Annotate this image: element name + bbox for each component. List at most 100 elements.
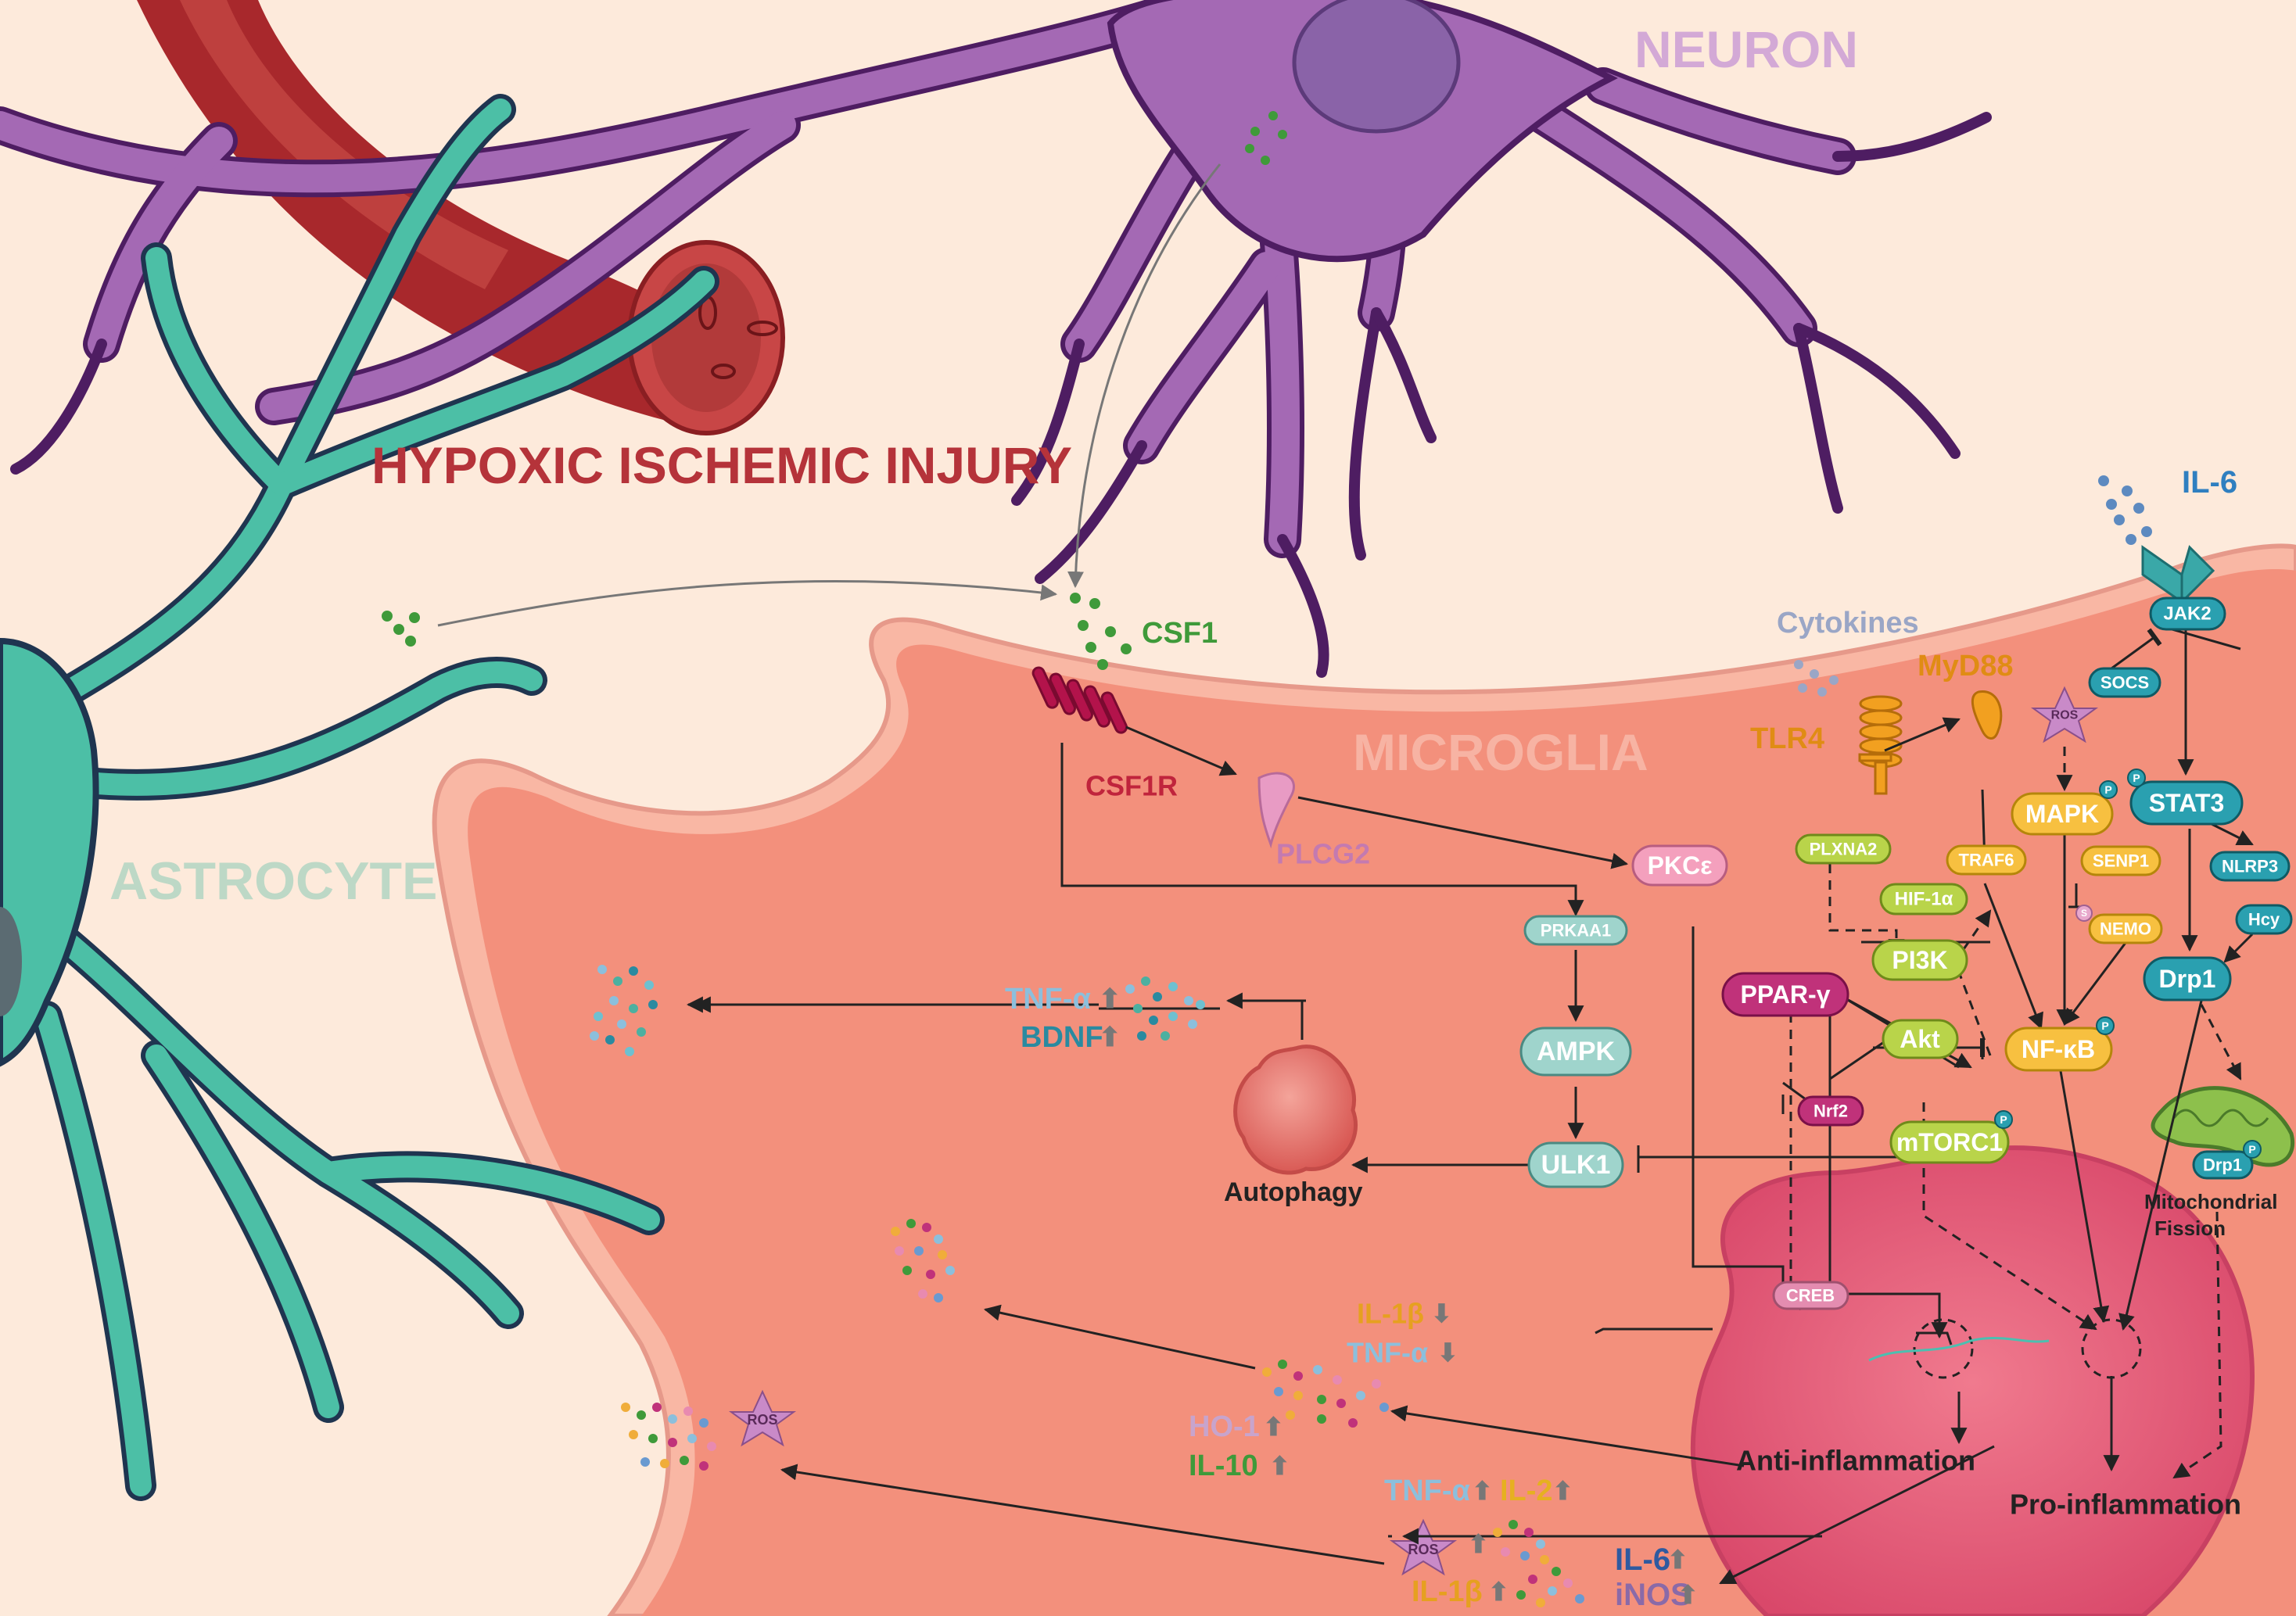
molecule-dot — [629, 966, 638, 976]
molecule-dot — [609, 996, 619, 1005]
mtorc1-node: mTORC1 P — [1889, 1110, 2013, 1164]
il2-up-label: IL-2 — [1500, 1474, 1553, 1507]
stat3-node: STAT3 P — [2127, 769, 2244, 826]
tnfa-down-label: TNF-α — [1347, 1337, 1428, 1369]
molecule-dot — [1196, 1000, 1205, 1009]
molecule-dot — [2122, 486, 2133, 496]
molecule-dot — [680, 1456, 689, 1465]
sumo-mark: S — [2081, 908, 2087, 919]
molecule-dot — [687, 1434, 697, 1443]
secretion-arrows — [686, 996, 1385, 1565]
molecule-dot — [652, 1403, 662, 1412]
molecule-dot — [597, 965, 607, 974]
il10-up-label: IL-10 — [1189, 1449, 1258, 1482]
molecule-dot — [707, 1442, 716, 1451]
molecule-dot — [922, 1223, 931, 1232]
cytokines-label: Cytokines — [1777, 607, 1919, 640]
senp1-node: SENP1 — [2080, 845, 2161, 876]
release-dots-2 — [891, 1219, 955, 1302]
stat3-label: STAT3 — [2149, 789, 2225, 817]
myd88-protein — [1971, 690, 2003, 740]
molecule-dot — [895, 1246, 904, 1256]
tnfa-up2-label: TNF-α — [1384, 1474, 1470, 1507]
molecule-dot — [1548, 1586, 1557, 1596]
molecule-dot — [1137, 1031, 1146, 1041]
molecule-dot — [1184, 996, 1193, 1005]
nfkb-node: NF-κB P — [2004, 1016, 2115, 1072]
akt-node: Akt — [1882, 1019, 1959, 1059]
molecule-dot — [1125, 984, 1135, 994]
molecule-dot — [1810, 669, 1819, 679]
molecule-dot — [926, 1270, 935, 1279]
molecule-dot — [1348, 1418, 1358, 1428]
pi3k-label: PI3K — [1892, 946, 1947, 974]
csf1r-label: CSF1R — [1085, 770, 1178, 802]
molecule-dot — [938, 1250, 947, 1259]
molecule-dot — [891, 1227, 900, 1236]
jak2-node: JAK2 — [2149, 597, 2226, 631]
molecule-dot — [605, 1035, 615, 1044]
prkaa1-node: PRKAA1 — [1523, 915, 1628, 946]
molecule-dot — [1153, 992, 1162, 1001]
molecule-dot — [382, 611, 393, 622]
molecule-dot — [613, 976, 622, 986]
molecule-dot — [1078, 620, 1089, 631]
down-arrow: ⬇ — [1431, 1299, 1452, 1328]
molecule-dot — [405, 636, 416, 647]
il1b-up-label: IL-1β — [1412, 1575, 1483, 1608]
molecule-dot — [1501, 1547, 1510, 1557]
plxna2-node: PLXNA2 — [1795, 833, 1892, 865]
molecule-dot — [2133, 503, 2144, 514]
molecule-dot — [1313, 1365, 1322, 1374]
molecule-dot — [1161, 1031, 1170, 1041]
up-arrow: ⬆ — [1099, 984, 1121, 1014]
molecule-dot — [1528, 1575, 1537, 1584]
molecule-dot — [1817, 687, 1827, 697]
molecule-dot — [590, 1031, 599, 1041]
molecule-dot — [2106, 499, 2117, 510]
hif1a-node: HIF-1α — [1879, 883, 1968, 915]
myd88-label: MyD88 — [1918, 650, 2014, 683]
traf6-label: TRAF6 — [1959, 851, 2014, 870]
anti-dots — [1262, 1360, 1389, 1428]
molecule-dot — [640, 1457, 650, 1467]
up-arrow: ⬆ — [1099, 1023, 1121, 1052]
molecule-dot — [1105, 626, 1116, 637]
molecule-dot — [1798, 683, 1807, 693]
csf1-label: CSF1 — [1142, 617, 1218, 650]
molecule-dot — [1379, 1403, 1389, 1412]
molecule-dot — [668, 1414, 677, 1424]
plxna2-label: PLXNA2 — [1810, 840, 1878, 859]
pro-dots — [1493, 1520, 1584, 1607]
ros-star-left — [728, 1389, 797, 1447]
up-arrow: ⬆ — [1269, 1452, 1290, 1480]
release-dots-3 — [621, 1403, 716, 1471]
molecule-dot — [1552, 1567, 1561, 1576]
bdnf-up-label: BDNF — [1021, 1021, 1103, 1054]
up-arrow: ⬆ — [1472, 1477, 1493, 1505]
molecule-dot — [1372, 1379, 1381, 1388]
molecule-dot — [1261, 156, 1270, 165]
tnfa-up-label: TNF-α — [1005, 983, 1091, 1016]
molecule-dot — [625, 1047, 634, 1056]
phospho-mark: P — [2101, 1019, 2108, 1032]
mtorc1-label: mTORC1 — [1896, 1128, 2003, 1156]
molecule-dot — [409, 612, 420, 623]
hcy-node: Hcy — [2235, 904, 2293, 935]
ulk1-label: ULK1 — [1541, 1150, 1611, 1180]
up-arrow: ⬆ — [1552, 1477, 1573, 1505]
astrocyte-soma — [0, 637, 99, 1067]
molecule-dot — [1141, 976, 1150, 986]
jak2-label: JAK2 — [2163, 604, 2211, 625]
molecule-dot — [1245, 144, 1254, 153]
ho1-up-label: HO-1 — [1189, 1410, 1260, 1443]
release-dots-1 — [590, 965, 658, 1056]
nlrp3-node: NLRP3 — [2209, 851, 2291, 882]
molecule-dot — [918, 1289, 927, 1299]
molecule-dot — [1097, 659, 1108, 670]
ros-top-label: ROS — [2051, 709, 2079, 722]
anti-inflammation-label: Anti-inflammation — [1736, 1445, 1975, 1477]
ros-star-top — [2030, 686, 2099, 744]
molecule-dot — [1536, 1539, 1545, 1549]
